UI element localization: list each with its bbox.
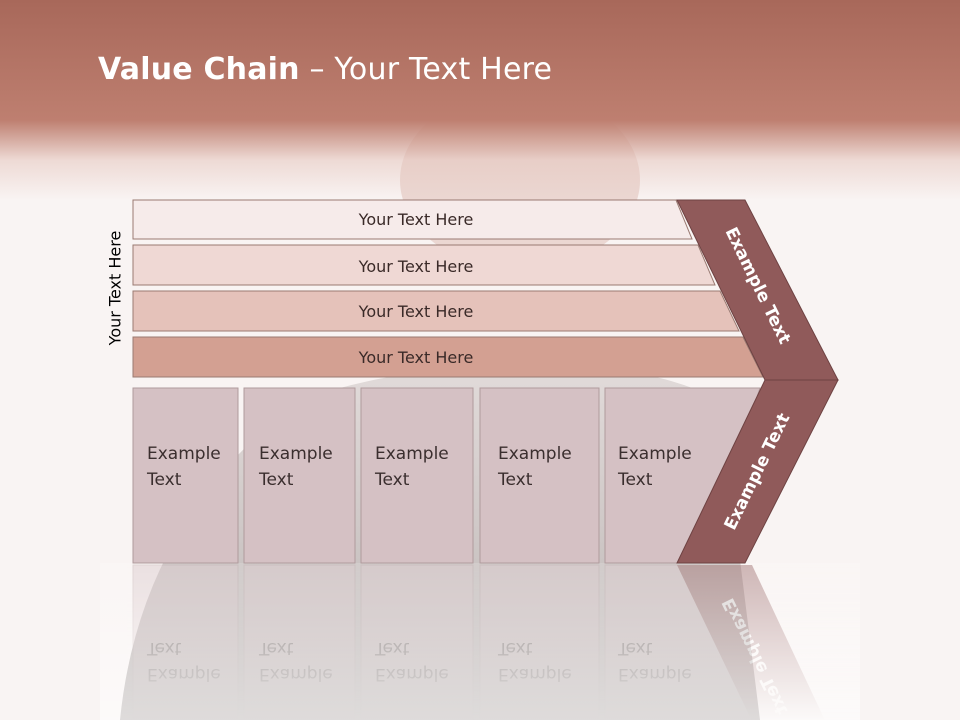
column-3-box [360,387,474,564]
column-3-line1: Example [375,444,449,464]
bar-3-shape [132,290,740,332]
arrow-lower-arm [676,379,839,564]
title-rest: – Your Text Here [299,52,553,87]
bar-3: Your Text Here [132,290,740,332]
slide-title: Value Chain – Your Text Here [98,52,552,96]
column-2-line1: Example [259,444,333,464]
column-2-line2: Text [258,470,294,490]
bar-2-shape [132,244,716,286]
column-1: Example Text [132,387,239,564]
column-2: Example Text [243,387,356,564]
bar-2: Your Text Here [132,244,716,286]
bar-4-label: Your Text Here [358,348,474,367]
column-4-box [479,387,600,564]
column-4-line2: Text [497,470,533,490]
column-4: Example Text [479,387,600,564]
column-2-box [243,387,356,564]
column-3-line2: Text [374,470,410,490]
bar-2-label: Your Text Here [358,257,474,276]
bar-1: Your Text Here [132,199,693,240]
title-bold: Value Chain [98,52,300,87]
header-band [0,0,960,200]
bar-4: Your Text Here [132,336,764,378]
column-1-line2: Text [146,470,182,490]
column-5-line1: Example [618,444,692,464]
column-5: Example Text [604,387,761,564]
column-1-box [132,387,239,564]
bar-3-label: Your Text Here [358,302,474,321]
column-4-line1: Example [498,444,572,464]
column-1-line1: Example [147,444,221,464]
column-5-line2: Text [617,470,653,490]
bar-1-shape [132,199,693,240]
bar-1-label: Your Text Here [358,210,474,229]
column-3: Example Text [360,387,474,564]
